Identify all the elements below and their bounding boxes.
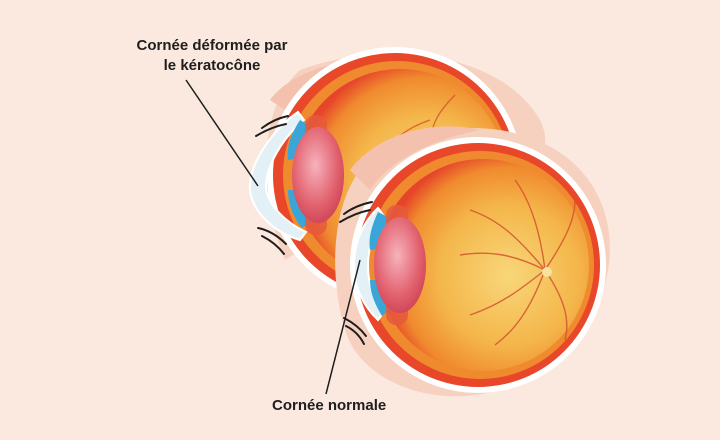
normal-cornea-label: Cornée normale bbox=[272, 397, 387, 414]
normal-eye bbox=[335, 126, 610, 397]
front-eye-lid bbox=[350, 126, 480, 190]
eyelash-icon bbox=[339, 201, 373, 345]
keratoconus-leader-line bbox=[185, 79, 259, 187]
front-eye-lens bbox=[374, 217, 426, 313]
back-eye-iris-bottom bbox=[288, 190, 310, 228]
normal-leader-line bbox=[325, 259, 361, 395]
front-eye-fundus bbox=[377, 159, 589, 371]
front-eye-iris-bottom bbox=[370, 280, 390, 316]
eyelash-icon bbox=[255, 115, 289, 255]
keratoconus-label-line1: Cornée déformée par bbox=[136, 37, 288, 54]
front-eye-vessels bbox=[459, 179, 576, 346]
front-eye-iris-top bbox=[369, 212, 390, 250]
back-eye-lens bbox=[292, 127, 344, 223]
optic-disc bbox=[542, 267, 552, 277]
keratoconus-cornea-label: Cornée déformée par le kératocône bbox=[102, 36, 322, 76]
keratoconus-cornea bbox=[248, 110, 308, 242]
keratoconus-label-line2: le kératocône bbox=[163, 57, 261, 74]
back-eye-iris-top bbox=[287, 120, 310, 160]
